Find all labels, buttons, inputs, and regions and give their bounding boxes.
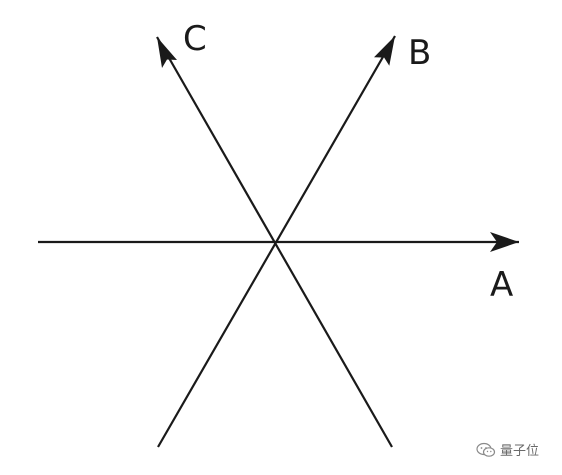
arrowhead-c [157,37,177,68]
label-b: B [408,33,431,73]
label-c: C [183,19,207,59]
watermark: 量子位 [476,440,539,459]
line-c [156,36,393,448]
arrowhead-a [490,232,519,252]
wechat-icon [476,442,496,457]
line-b [157,35,396,448]
watermark-text: 量子位 [500,444,540,459]
arrowhead-b [374,36,395,66]
label-a: A [490,265,513,305]
